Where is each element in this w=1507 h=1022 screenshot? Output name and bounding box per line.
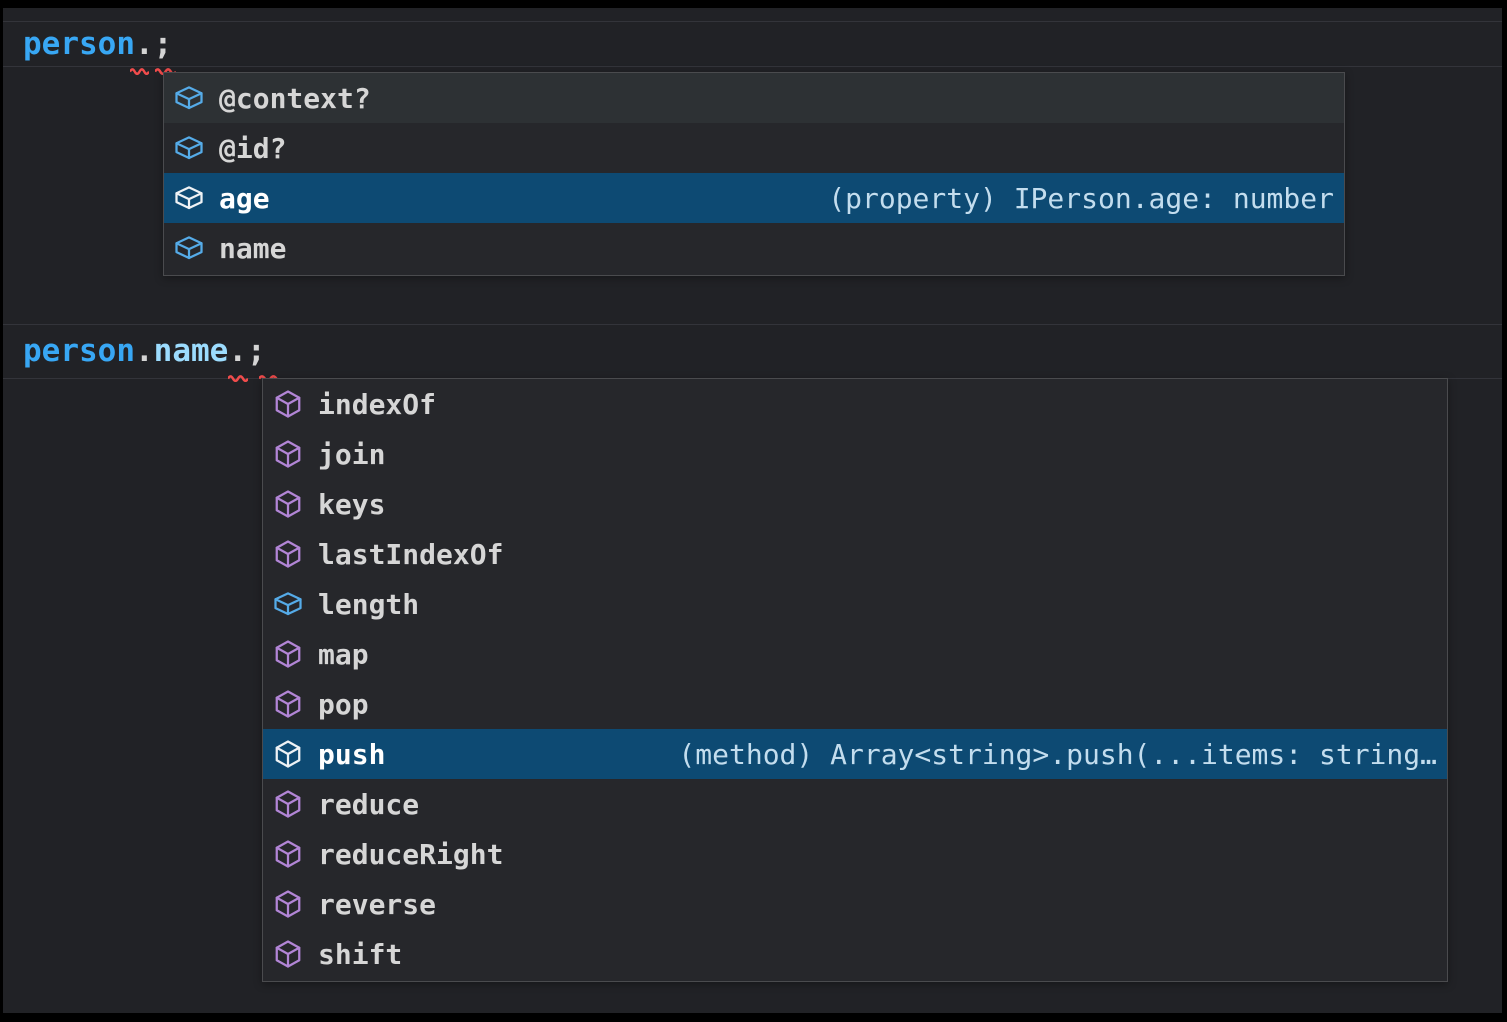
symbol-method-icon	[273, 439, 303, 469]
suggestion-detail: (method) Array<string>.push(...items: st…	[678, 737, 1437, 771]
suggestion-label: length	[318, 587, 420, 621]
code-token: .	[134, 333, 154, 369]
suggestion-item-reverse[interactable]: reverse	[263, 879, 1447, 929]
symbol-method-icon	[273, 889, 303, 919]
code-text-2: person.name.;	[3, 325, 1502, 378]
code-line-1[interactable]: person.;	[3, 21, 1502, 67]
code-token: .	[228, 333, 247, 369]
code-editor[interactable]: person.; @context? @id? age (property) I…	[3, 8, 1502, 1013]
suggestion-item-shift[interactable]: shift	[263, 929, 1447, 979]
intellisense-popup-person: @context? @id? age (property) IPerson.ag…	[163, 72, 1345, 276]
suggestion-item-reduceright[interactable]: reduceRight	[263, 829, 1447, 879]
suggestion-label: shift	[318, 937, 403, 971]
symbol-method-icon	[273, 789, 303, 819]
code-line-2[interactable]: person.name.;	[3, 324, 1502, 379]
suggestion-item-lastindexof[interactable]: lastIndexOf	[263, 529, 1447, 579]
suggestion-label: indexOf	[318, 387, 437, 421]
suggestion-label: reduceRight	[318, 837, 504, 871]
code-token: .	[134, 26, 154, 62]
suggestion-item--id-[interactable]: @id?	[164, 123, 1344, 173]
suggestion-item-indexof[interactable]: indexOf	[263, 379, 1447, 429]
suggestion-label: @context?	[219, 81, 371, 115]
suggestion-label: map	[318, 637, 369, 671]
symbol-field-icon	[174, 233, 204, 263]
suggestion-item--context-[interactable]: @context?	[164, 73, 1344, 123]
code-token: ;	[246, 333, 266, 369]
suggestion-item-length[interactable]: length	[263, 579, 1447, 629]
suggestion-label: reverse	[318, 887, 437, 921]
suggestion-item-map[interactable]: map	[263, 629, 1447, 679]
suggestion-item-reduce[interactable]: reduce	[263, 779, 1447, 829]
symbol-method-icon	[273, 389, 303, 419]
suggestion-item-pop[interactable]: pop	[263, 679, 1447, 729]
suggestion-label: age	[219, 181, 270, 215]
symbol-method-icon	[273, 489, 303, 519]
symbol-method-icon	[273, 539, 303, 569]
code-token: person	[23, 26, 135, 62]
code-token: ;	[153, 26, 173, 62]
suggestion-label: join	[318, 437, 386, 471]
symbol-method-icon	[273, 939, 303, 969]
suggestion-label: push	[318, 737, 386, 771]
suggestion-item-age[interactable]: age (property) IPerson.age: number	[164, 173, 1344, 223]
code-text-1: person.;	[3, 22, 1502, 66]
suggestion-label: keys	[318, 487, 386, 521]
suggestion-item-join[interactable]: join	[263, 429, 1447, 479]
symbol-field-icon	[174, 83, 204, 113]
suggestion-item-keys[interactable]: keys	[263, 479, 1447, 529]
symbol-field-icon	[174, 183, 204, 213]
suggestion-item-push[interactable]: push (method) Array<string>.push(...item…	[263, 729, 1447, 779]
symbol-method-icon	[273, 739, 303, 769]
suggestion-item-name[interactable]: name	[164, 223, 1344, 273]
code-token: person	[23, 333, 135, 369]
symbol-method-icon	[273, 689, 303, 719]
suggestion-detail: (property) IPerson.age: number	[828, 181, 1334, 215]
intellisense-popup-name: indexOf join keys lastIndexOf length map…	[262, 378, 1448, 982]
suggestion-label: @id?	[219, 131, 287, 165]
suggestion-label: pop	[318, 687, 369, 721]
symbol-field-icon	[174, 133, 204, 163]
code-token: name	[153, 333, 229, 369]
suggestion-label: name	[219, 231, 287, 265]
symbol-method-icon	[273, 839, 303, 869]
suggestion-label: reduce	[318, 787, 420, 821]
suggestion-label: lastIndexOf	[318, 537, 504, 571]
symbol-field-icon	[273, 589, 303, 619]
symbol-method-icon	[273, 639, 303, 669]
